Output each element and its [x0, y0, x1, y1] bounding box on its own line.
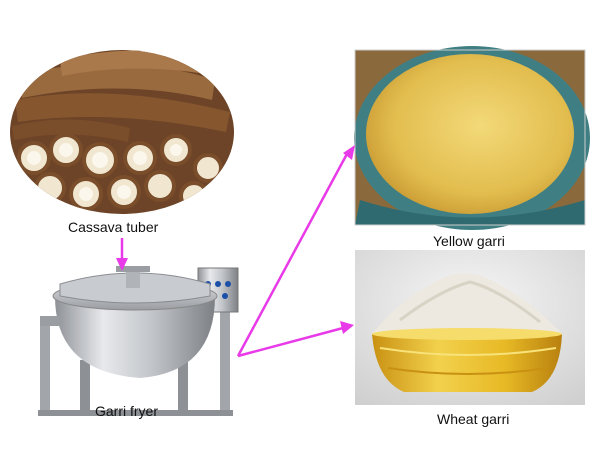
- wheat-garri-photo: [355, 250, 585, 405]
- cassava-tuber-label: Cassava tuber: [68, 219, 158, 235]
- cassava-photo: [8, 48, 238, 218]
- yellow-garri-photo: [354, 46, 590, 230]
- yellow-garri-label: Yellow garri: [433, 233, 505, 249]
- garri-fryer-photo: [38, 266, 238, 416]
- wheat-garri-label: Wheat garri: [437, 411, 509, 427]
- arrow-fryer-to-yellow-garri: [238, 145, 355, 356]
- garri-fryer-label: Garri fryer: [95, 403, 158, 419]
